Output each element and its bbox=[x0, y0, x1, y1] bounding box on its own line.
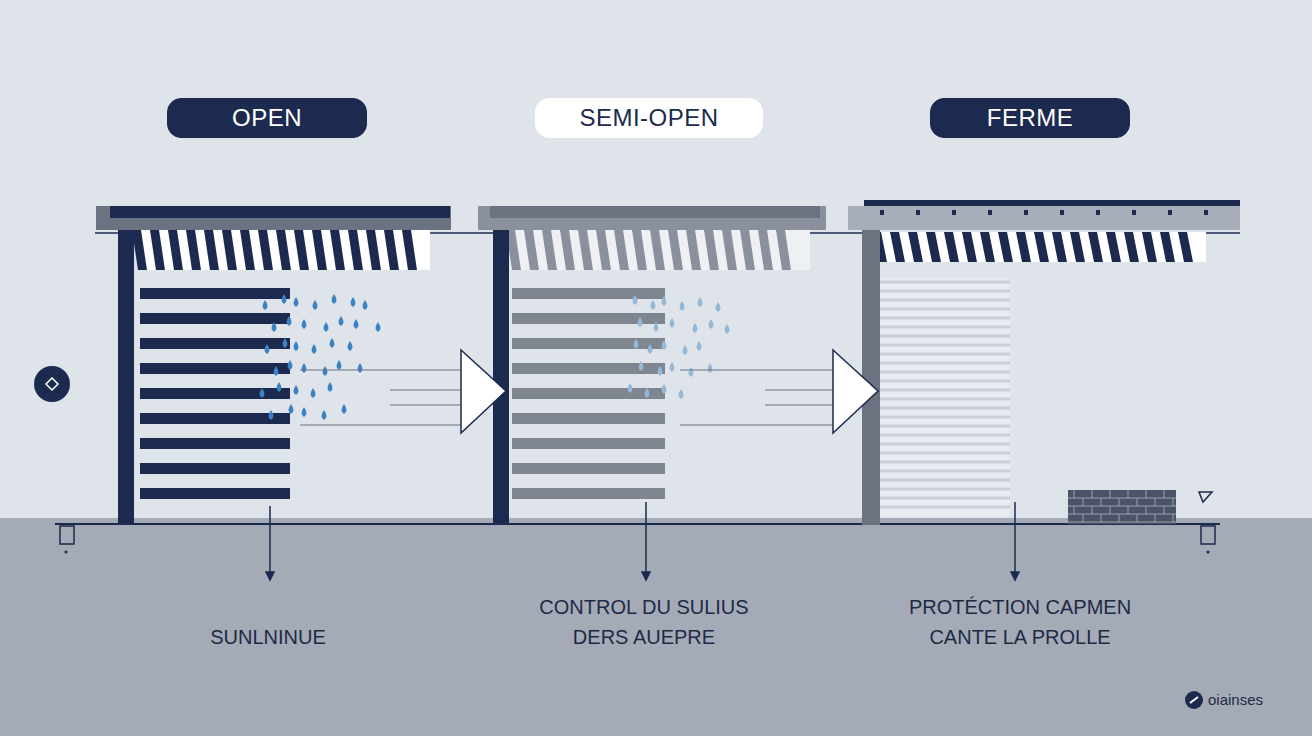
state-label: OPEN bbox=[232, 104, 302, 132]
caption-text: PROTÉCTION CAPMEN CANTE LA PROLLE bbox=[885, 592, 1155, 652]
state-label: SEMI-OPEN bbox=[579, 104, 718, 132]
state-pill: FERME bbox=[930, 98, 1130, 138]
leader-lines bbox=[266, 502, 1019, 580]
flow-arrows bbox=[300, 350, 878, 433]
caption-text: SUNLNINUE bbox=[148, 622, 388, 652]
markers bbox=[34, 366, 1215, 709]
floor-band bbox=[0, 518, 1312, 736]
closed-pergola bbox=[848, 200, 1240, 525]
semi-open-pergola bbox=[478, 206, 826, 525]
caption-text: CONTROL DU SULIUS DERS AUEPRE bbox=[514, 592, 774, 652]
watermark: oiainses bbox=[1208, 690, 1263, 710]
state-label: FERME bbox=[987, 104, 1074, 132]
state-pill: SEMI-OPEN bbox=[535, 98, 763, 138]
open-pergola bbox=[96, 206, 451, 525]
state-pill: OPEN bbox=[167, 98, 367, 138]
ground-line bbox=[55, 523, 1220, 525]
